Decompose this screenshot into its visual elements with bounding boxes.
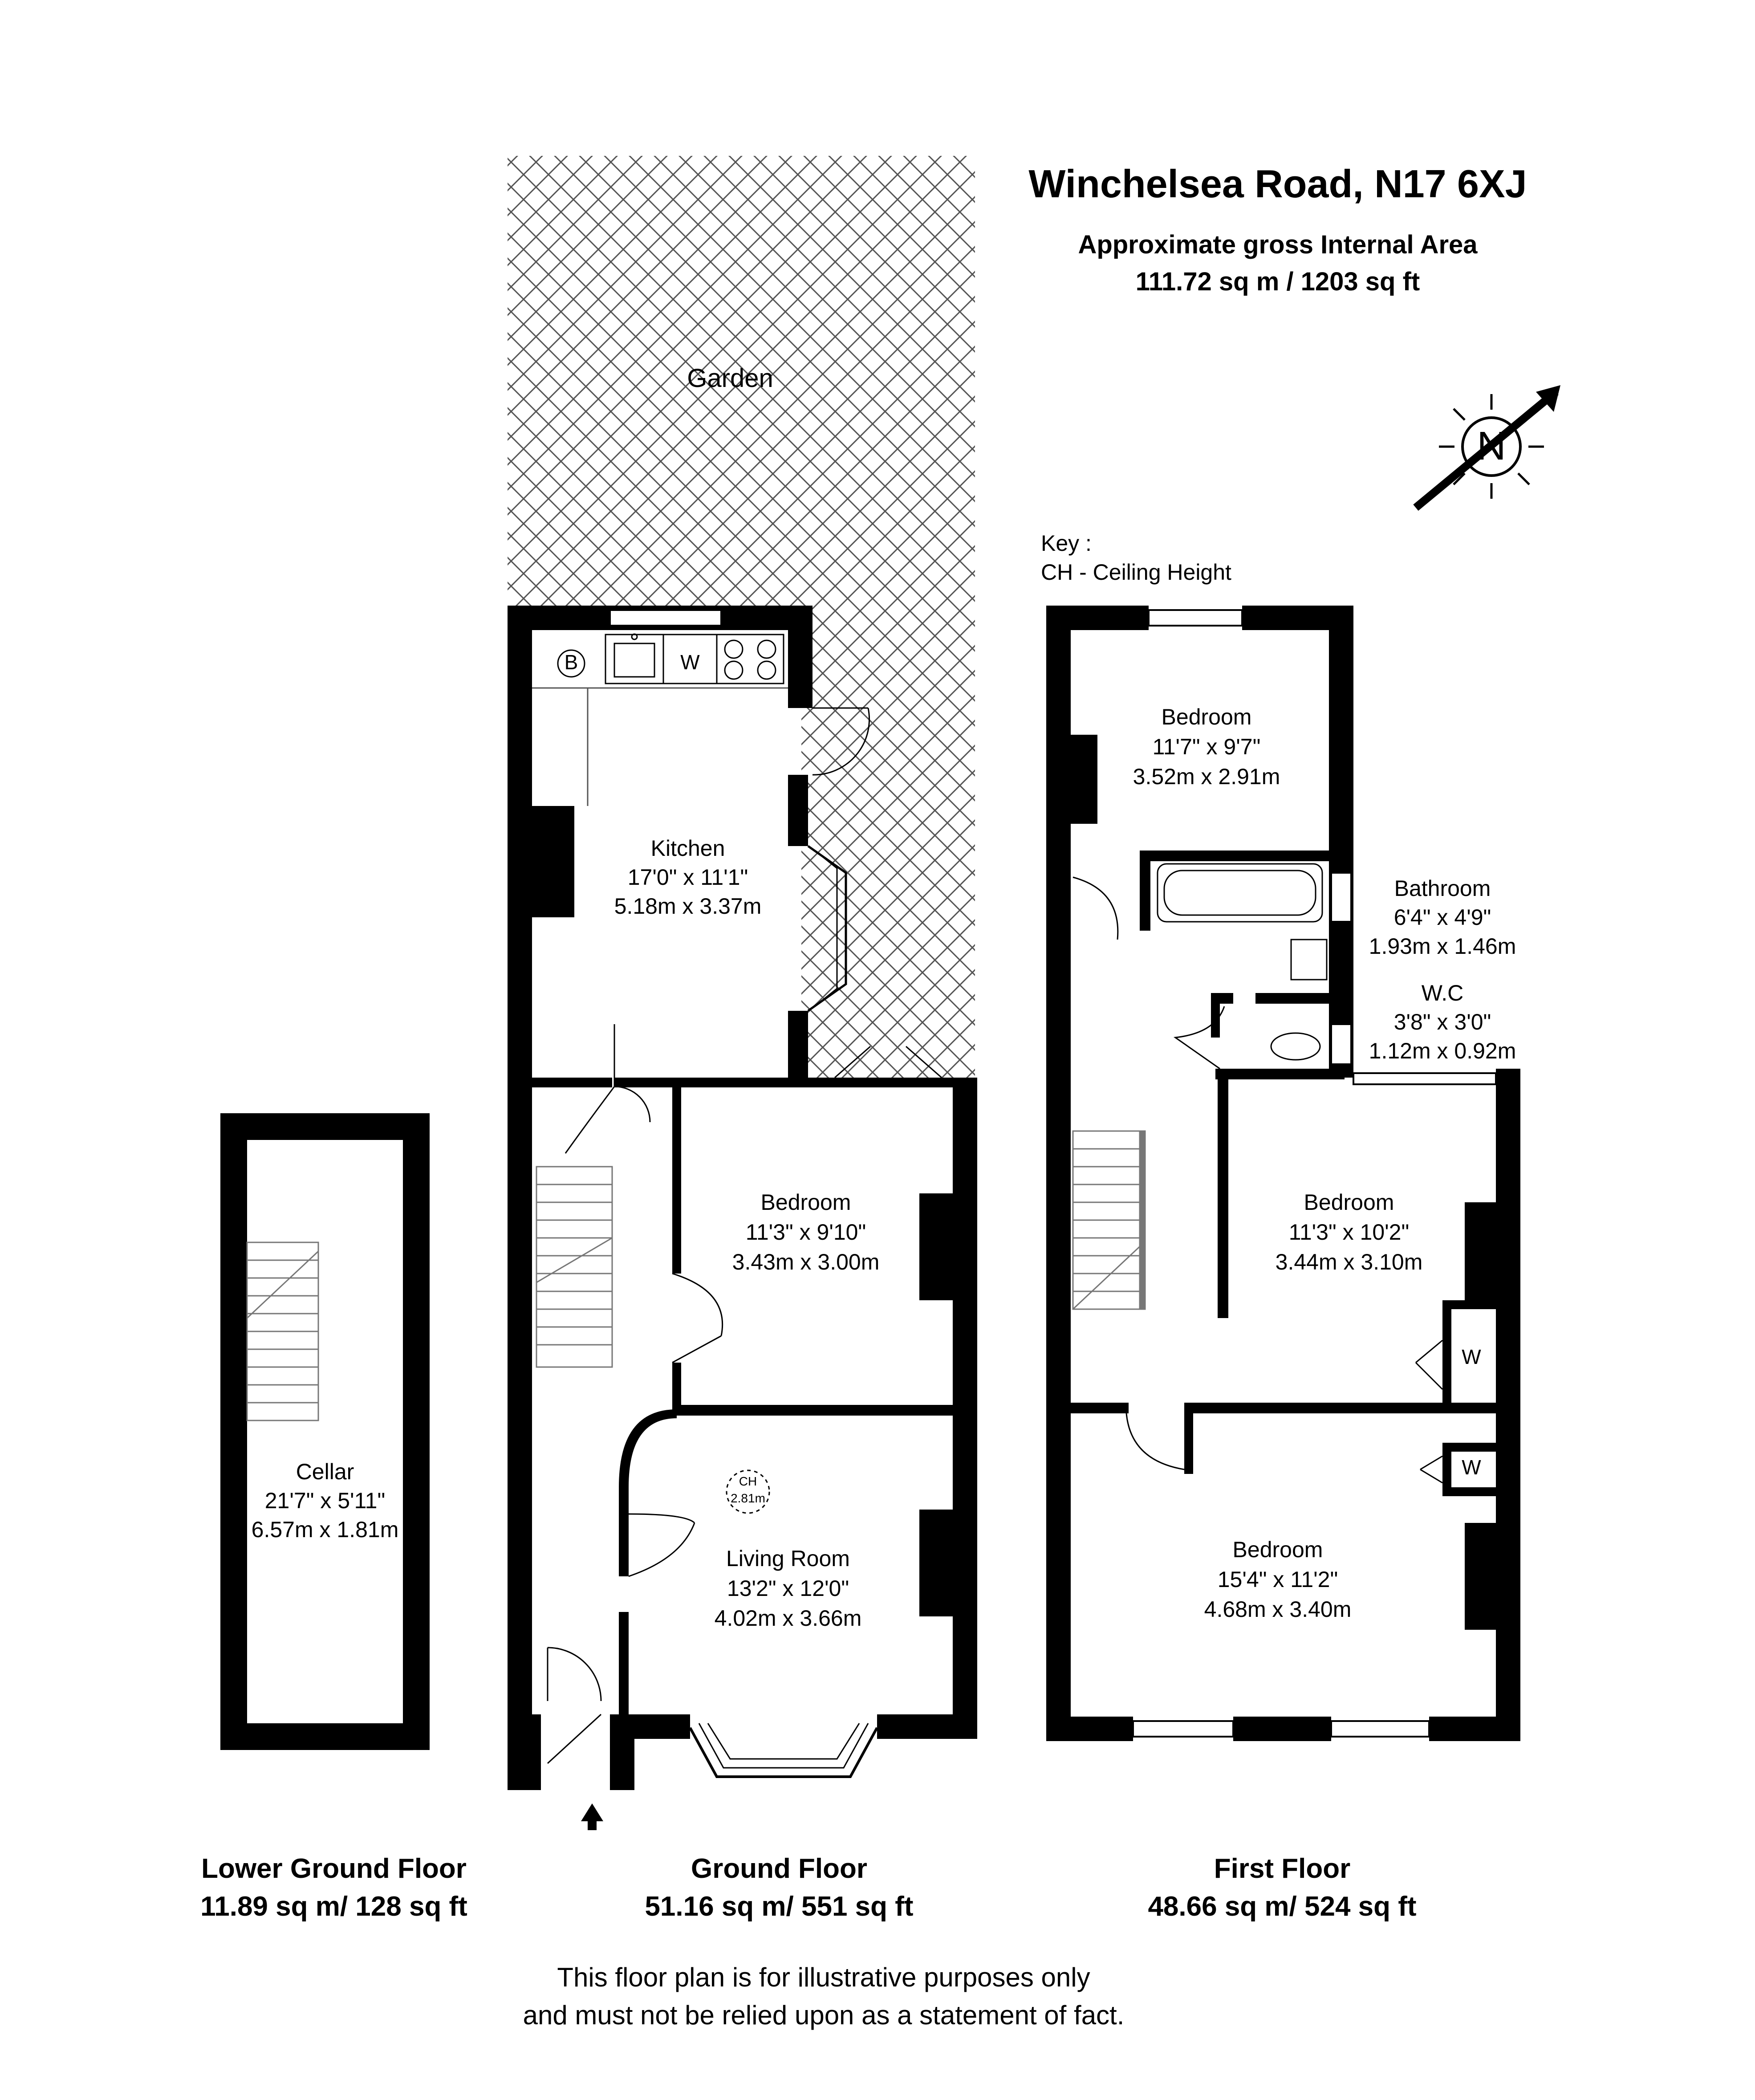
living-room-curved-corner — [619, 1409, 677, 1487]
entrance-arrow-icon — [581, 1803, 603, 1830]
area-value: 111.72 sq m / 1203 sq ft — [1135, 267, 1420, 296]
ground-floor-stairs — [536, 1166, 613, 1368]
toilet-icon — [1270, 1032, 1321, 1061]
hob-icon — [716, 634, 784, 684]
first-bedroom-middle-imperial: 11'3" x 10'2" — [1288, 1220, 1410, 1245]
first-floor-area: 48.66 sq m/ 524 sq ft — [1148, 1891, 1417, 1922]
bath-icon — [1157, 863, 1323, 923]
first-bedroom-rear-name: Bedroom — [1161, 704, 1252, 729]
key-title: Key : — [1041, 531, 1092, 556]
ceiling-height-label: CH — [739, 1474, 757, 1488]
first-floor-name: First Floor — [1214, 1853, 1351, 1884]
cellar-metric: 6.57m x 1.81m — [251, 1517, 399, 1542]
wc-metric: 1.12m x 0.92m — [1369, 1038, 1516, 1063]
bathroom-imperial: 6'4" x 4'9" — [1393, 905, 1491, 930]
ground-floor-name: Ground Floor — [691, 1853, 868, 1884]
living-room-bay-window — [689, 1723, 878, 1778]
first-floor-walls — [1046, 606, 1520, 1741]
compass-letter: N — [1477, 424, 1506, 468]
boiler-label: B — [564, 651, 578, 674]
kitchen-metric: 5.18m x 3.37m — [614, 894, 762, 919]
ground-bedroom-name: Bedroom — [760, 1190, 851, 1215]
lower-ground-floor-area: 11.89 sq m/ 128 sq ft — [200, 1891, 467, 1922]
garden-area — [508, 156, 975, 1082]
first-floor-windows — [1132, 609, 1497, 1738]
kitchen-back-door — [812, 707, 870, 776]
first-bedroom-rear-imperial: 11'7" x 9'7" — [1152, 734, 1261, 759]
ground-bedroom-metric: 3.43m x 3.00m — [732, 1249, 880, 1274]
garden-label: Garden — [687, 364, 773, 393]
wardrobe-lower-label: W — [1462, 1456, 1481, 1479]
first-bedroom-middle-metric: 3.44m x 3.10m — [1275, 1249, 1423, 1274]
page-title: Winchelsea Road, N17 6XJ — [1028, 162, 1527, 206]
disclaimer-line-2: and must not be relied upon as a stateme… — [523, 2000, 1125, 2030]
north-arrow-icon — [1413, 385, 1560, 511]
washer-label: W — [680, 651, 700, 674]
first-floor-stairs — [1072, 1130, 1146, 1310]
kitchen-name: Kitchen — [650, 836, 725, 861]
ceiling-height-value: 2.81m — [731, 1491, 765, 1505]
key-entry: CH - Ceiling Height — [1041, 560, 1231, 585]
wc-name: W.C — [1421, 981, 1464, 1005]
kitchen-window — [609, 609, 722, 627]
living-room-imperial: 13'2" x 12'0" — [727, 1576, 849, 1601]
ground-floor-doors — [547, 1024, 723, 1764]
ground-bedroom-imperial: 11'3" x 9'10" — [745, 1220, 866, 1245]
kitchen-imperial: 17'0" x 11'1" — [627, 865, 748, 890]
cellar-walls — [220, 1113, 430, 1750]
first-bedroom-middle-name: Bedroom — [1304, 1190, 1394, 1215]
first-bedroom-front-name: Bedroom — [1232, 1537, 1323, 1562]
wardrobe-upper-label: W — [1462, 1345, 1481, 1368]
first-bedroom-rear-metric: 3.52m x 2.91m — [1133, 764, 1280, 789]
bathroom-metric: 1.93m x 1.46m — [1369, 934, 1516, 959]
sink-icon — [605, 633, 664, 684]
ground-floor-area: 51.16 sq m/ 551 sq ft — [645, 1891, 914, 1922]
cellar-name: Cellar — [296, 1459, 354, 1484]
wc-imperial: 3'8" x 3'0" — [1393, 1009, 1491, 1034]
kitchen-bay-window — [807, 845, 847, 1012]
living-room-metric: 4.02m x 3.66m — [714, 1606, 862, 1631]
first-bedroom-front-metric: 4.68m x 3.40m — [1204, 1597, 1352, 1622]
bathroom-name: Bathroom — [1394, 876, 1491, 901]
cellar-imperial: 21'7" x 5'11" — [264, 1488, 386, 1513]
ceiling-height-marker — [726, 1469, 770, 1514]
disclaimer-line-1: This floor plan is for illustrative purp… — [557, 1962, 1090, 1992]
boiler-icon — [557, 649, 585, 678]
lower-ground-floor-name: Lower Ground Floor — [201, 1853, 467, 1884]
garden-double-doors — [834, 1046, 942, 1078]
area-label: Approximate gross Internal Area — [1078, 230, 1478, 259]
living-room-name: Living Room — [726, 1546, 850, 1571]
kitchen-worktops — [532, 687, 788, 806]
cellar-stairs — [246, 1241, 319, 1421]
basin-icon — [1290, 939, 1328, 981]
first-floor-doors — [1072, 876, 1443, 1484]
first-bedroom-front-imperial: 15'4" x 11'2" — [1217, 1567, 1338, 1592]
